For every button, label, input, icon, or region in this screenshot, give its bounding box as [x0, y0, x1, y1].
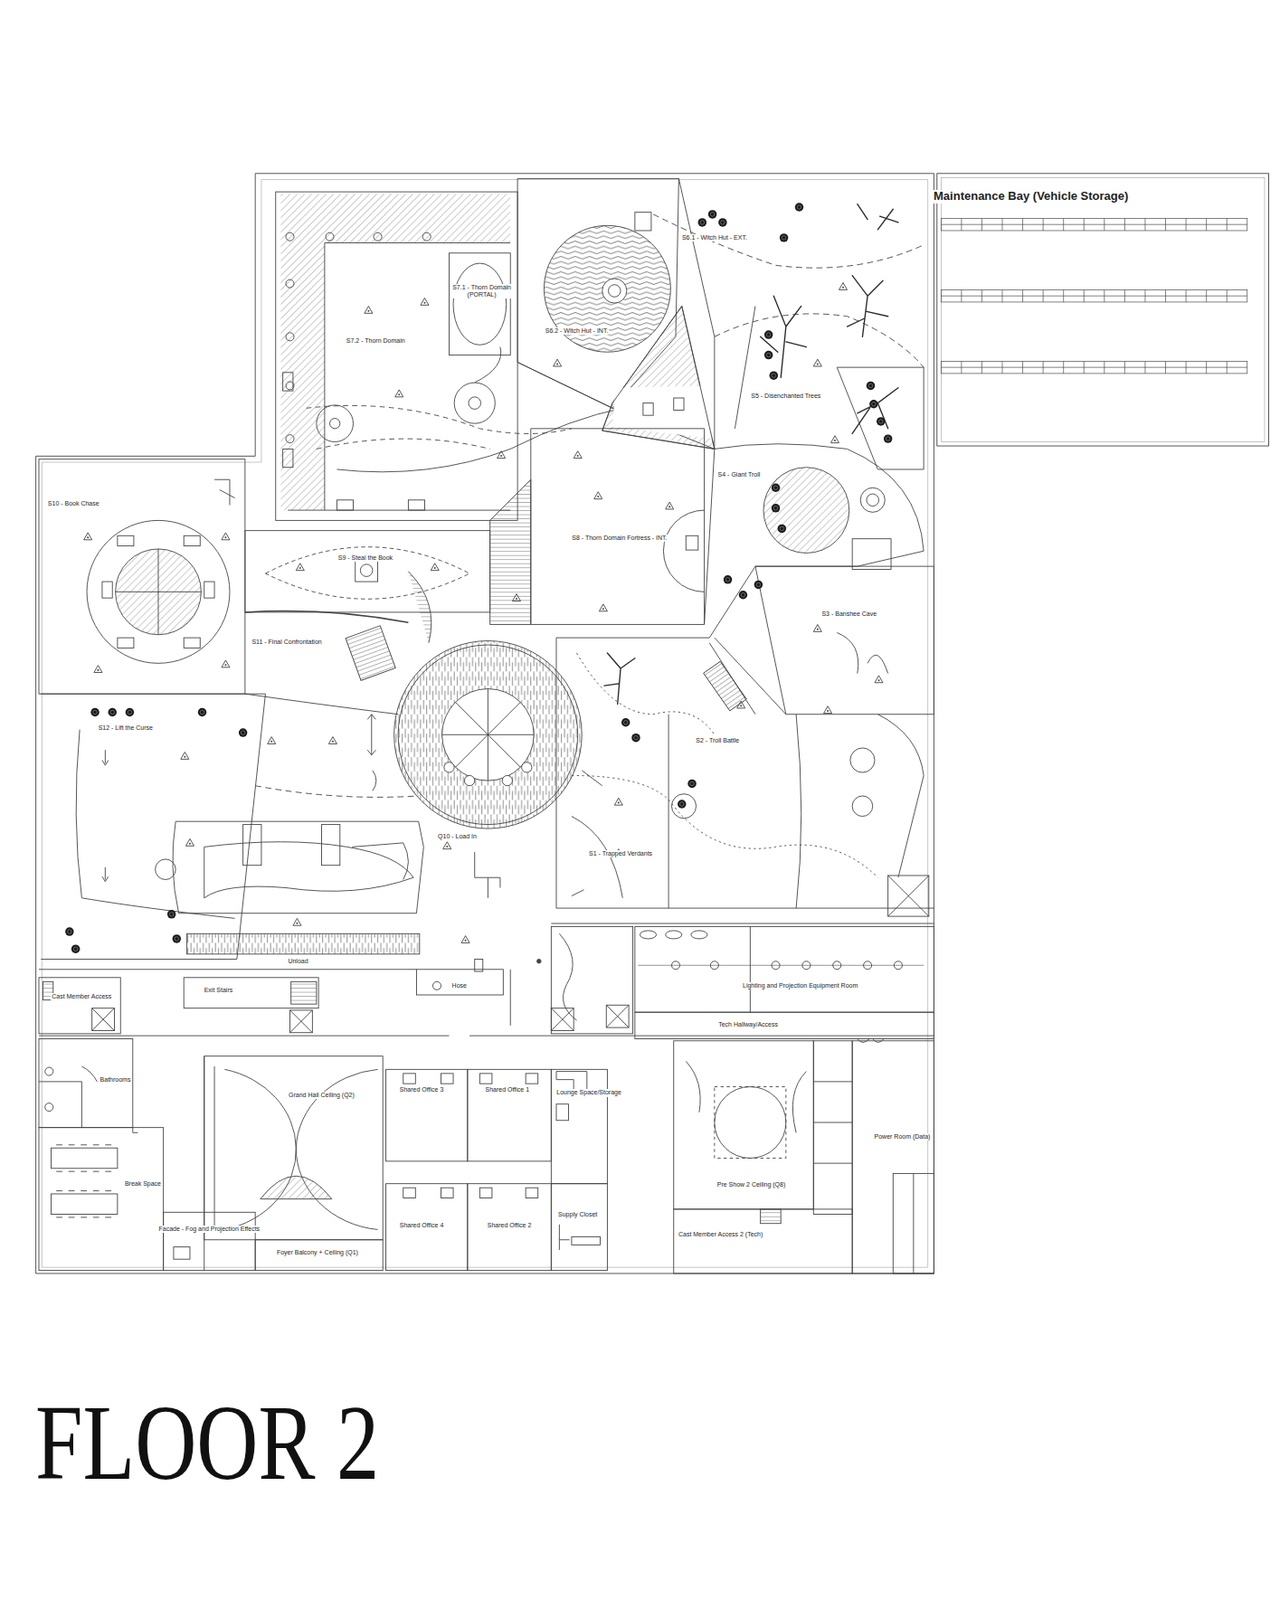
- room-label: Power Room (Data): [873, 1133, 932, 1141]
- room-name: Tech Hallway/Access: [718, 1021, 778, 1029]
- room-label: Cast Member Access: [50, 993, 113, 1001]
- room-name: S6.1 - Witch Hut - EXT.: [682, 234, 748, 242]
- room-name: S3 - Banshee Cave: [821, 610, 877, 618]
- room-name: Hose: [452, 982, 467, 990]
- room-name: Q10 - Load In: [437, 833, 477, 841]
- room-label: S7.2 - Thorn Domain: [345, 337, 407, 345]
- room-name: Lighting and Projection Equipment Room: [742, 982, 858, 990]
- room-name: S10 - Book Chase: [47, 500, 100, 508]
- room-name: Shared Office 1: [485, 1086, 531, 1094]
- room-name: Exit Stairs: [204, 986, 234, 995]
- room-name: S11 - Final Confrontation: [251, 638, 322, 646]
- room-label: Unload: [286, 957, 309, 966]
- room-name: S9 - Steal the Book: [338, 554, 393, 562]
- room-label: Pre Show 2 Ceiling (Q8): [716, 1181, 787, 1189]
- room-name: S2 - Troll Battle: [695, 737, 740, 745]
- room-label: Shared Office 2: [486, 1222, 533, 1230]
- room-name: Cast Member Access 2 (Tech): [678, 1231, 763, 1239]
- room-label: S6.1 - Witch Hut - EXT.: [681, 234, 749, 242]
- room-label: Foyer Balcony + Ceiling (Q1): [275, 1249, 360, 1257]
- room-name: Power Room (Data): [874, 1133, 931, 1141]
- room-label: S6.2 - Witch Hut - INT.: [544, 327, 610, 335]
- room-label: S10 - Book Chase: [47, 500, 101, 508]
- room-name: Foyer Balcony + Ceiling (Q1): [276, 1249, 359, 1257]
- room-label: Bathrooms: [99, 1076, 133, 1084]
- room-label: Shared Office 3: [398, 1086, 446, 1094]
- room-name: Shared Office 4: [399, 1222, 445, 1230]
- room-name: Break Space: [124, 1180, 162, 1188]
- room-label: Q10 - Load In: [436, 833, 478, 841]
- room-name: S5 - Disenchanted Trees: [750, 392, 821, 400]
- room-name: Bathrooms: [100, 1076, 132, 1084]
- room-name: S1 - Trapped Verdants: [588, 850, 653, 858]
- room-label: Tech Hallway/Access: [717, 1021, 779, 1029]
- room-name: Unload: [287, 957, 308, 966]
- room-label: S7.1 - Thorn Domain (PORTAL): [449, 284, 515, 299]
- room-label: Shared Office 1: [484, 1086, 531, 1094]
- room-label: Break Space: [123, 1180, 162, 1188]
- room-name: Grand Hall Ceiling (Q2): [288, 1091, 355, 1100]
- room-label: S5 - Disenchanted Trees: [749, 392, 822, 400]
- room-name: S12 - Lift the Curse: [98, 724, 153, 732]
- room-label: Maintenance Bay (Vehicle Storage): [932, 189, 1129, 204]
- room-label: S11 - Final Confrontation: [250, 638, 323, 646]
- room-name: S7.2 - Thorn Domain: [346, 337, 406, 345]
- room-name: S7.1 - Thorn Domain (PORTAL): [450, 284, 514, 299]
- room-label: Lounge Space/Storage: [555, 1089, 623, 1097]
- room-name: Shared Office 3: [399, 1086, 445, 1094]
- room-label: S1 - Trapped Verdants: [587, 850, 654, 858]
- room-label: Grand Hall Ceiling (Q2): [287, 1091, 356, 1100]
- room-name: Cast Member Access: [51, 993, 112, 1001]
- room-label: Lighting and Projection Equipment Room: [741, 982, 859, 990]
- room-name: Maintenance Bay (Vehicle Storage): [933, 189, 1129, 204]
- room-name: Supply Closet: [558, 1211, 598, 1219]
- room-label: Exit Stairs: [203, 986, 235, 995]
- room-name: S6.2 - Witch Hut - INT.: [545, 327, 609, 335]
- room-label: Supply Closet: [557, 1211, 598, 1219]
- room-label: S4 - Giant Troll: [717, 471, 762, 479]
- room-label: S12 - Lift the Curse: [97, 724, 154, 732]
- room-name: S8 - Thorn Domain Fortress - INT.: [571, 534, 667, 542]
- room-name: Lounge Space/Storage: [556, 1089, 622, 1097]
- room-label: S9 - Steal the Book: [337, 554, 394, 562]
- room-name: Pre Show 2 Ceiling (Q8): [717, 1181, 786, 1189]
- room-label: Shared Office 4: [398, 1222, 446, 1230]
- room-name: Shared Office 2: [487, 1222, 532, 1230]
- room-label: Cast Member Access 2 (Tech): [677, 1231, 764, 1239]
- room-name: Facade - Fog and Projection Effects: [159, 1225, 261, 1233]
- room-label: Hose: [451, 982, 468, 990]
- room-label: S8 - Thorn Domain Fortress - INT.: [570, 534, 668, 542]
- room-label: S3 - Banshee Cave: [820, 610, 878, 618]
- room-label: S2 - Troll Battle: [694, 737, 740, 745]
- room-label: Facade - Fog and Projection Effects: [158, 1225, 262, 1233]
- room-name: S4 - Giant Troll: [718, 471, 761, 479]
- floor-title: FLOOR 2: [35, 1390, 380, 1498]
